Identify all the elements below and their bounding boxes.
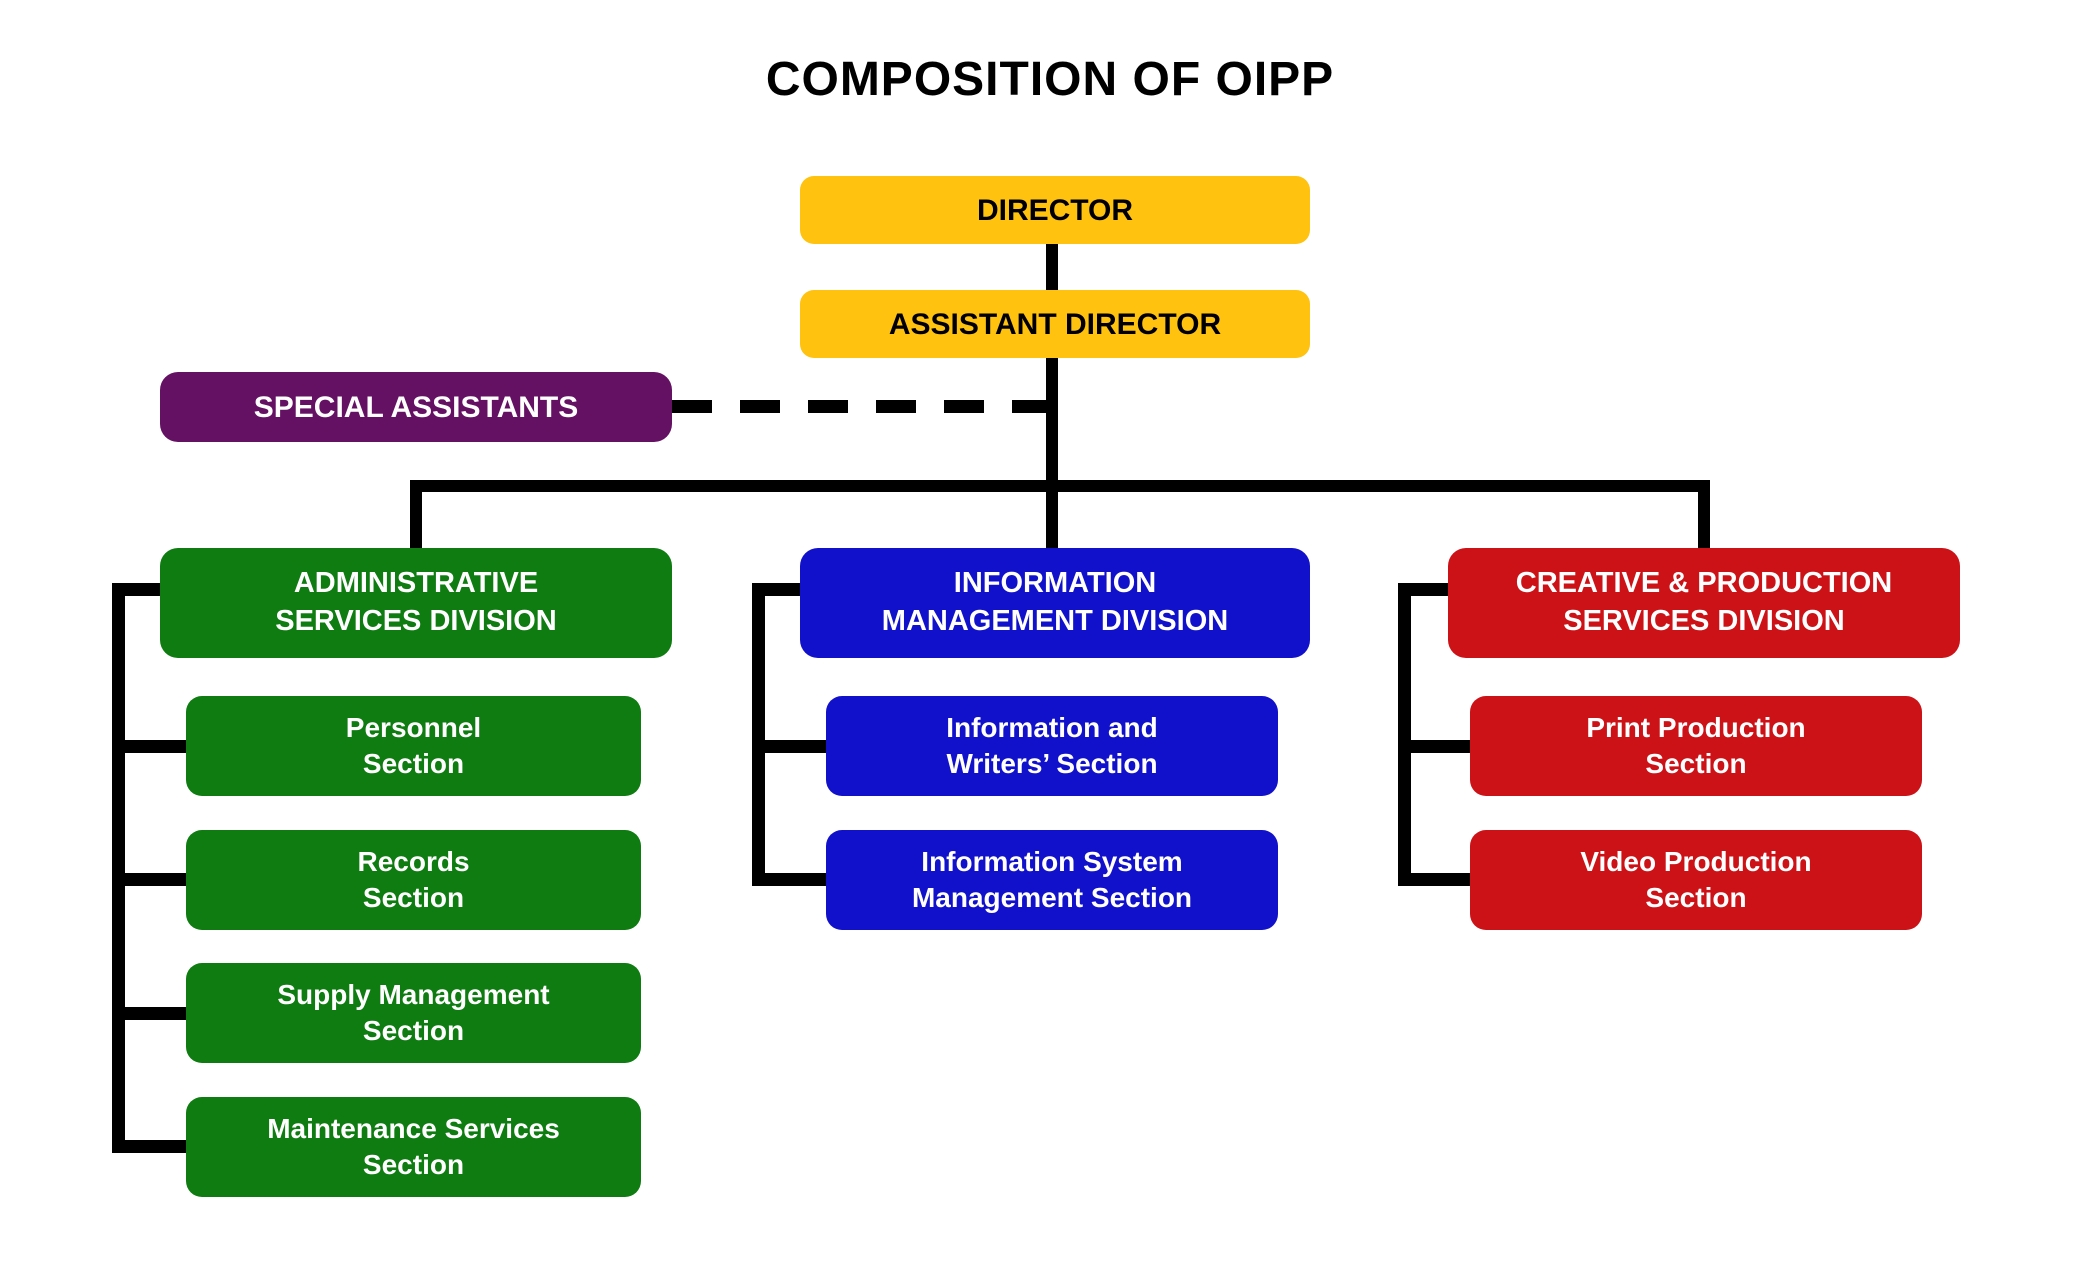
node-assistant-director: ASSISTANT DIRECTOR (800, 290, 1310, 358)
connector-admin-bracket-vertical (112, 583, 125, 1153)
connector-creative-bracket-vertical (1398, 583, 1411, 886)
node-section-supply-management: Supply Management Section (186, 963, 641, 1063)
connector-admin-stub-supply (112, 1007, 186, 1020)
node-section-records: Records Section (186, 830, 641, 930)
connector-assistant-trunk (1046, 358, 1058, 550)
connector-special-assistants-dashed (672, 400, 1046, 413)
connector-info-stub-system (752, 873, 826, 886)
connector-admin-stub-maintenance (112, 1140, 186, 1153)
connector-creative-bracket-top-stub (1398, 583, 1448, 596)
node-section-maintenance-services: Maintenance Services Section (186, 1097, 641, 1197)
node-division-creative-production: CREATIVE & PRODUCTION SERVICES DIVISION (1448, 548, 1960, 658)
connector-admin-bracket-top-stub (112, 583, 160, 596)
connector-director-assistant (1046, 244, 1058, 292)
node-division-administrative-services: ADMINISTRATIVE SERVICES DIVISION (160, 548, 672, 658)
node-section-personnel: Personnel Section (186, 696, 641, 796)
node-section-video-production: Video Production Section (1470, 830, 1922, 930)
connector-creative-stub-video (1398, 873, 1470, 886)
connector-info-bracket-vertical (752, 583, 765, 886)
node-section-information-writers: Information and Writers’ Section (826, 696, 1278, 796)
connector-distribution-line (410, 480, 1710, 492)
connector-admin-stub-personnel (112, 740, 186, 753)
connector-admin-stub-records (112, 873, 186, 886)
node-director: DIRECTOR (800, 176, 1310, 244)
node-division-information-management: INFORMATION MANAGEMENT DIVISION (800, 548, 1310, 658)
connector-creative-stub-print (1398, 740, 1470, 753)
connector-info-bracket-top-stub (752, 583, 800, 596)
node-section-information-system-management: Information System Management Section (826, 830, 1278, 930)
connector-drop-creative (1698, 480, 1710, 550)
connector-info-stub-writers (752, 740, 826, 753)
node-special-assistants: SPECIAL ASSISTANTS (160, 372, 672, 442)
chart-title: COMPOSITION OF OIPP (765, 53, 1335, 106)
connector-drop-administrative (410, 480, 422, 550)
node-section-print-production: Print Production Section (1470, 696, 1922, 796)
